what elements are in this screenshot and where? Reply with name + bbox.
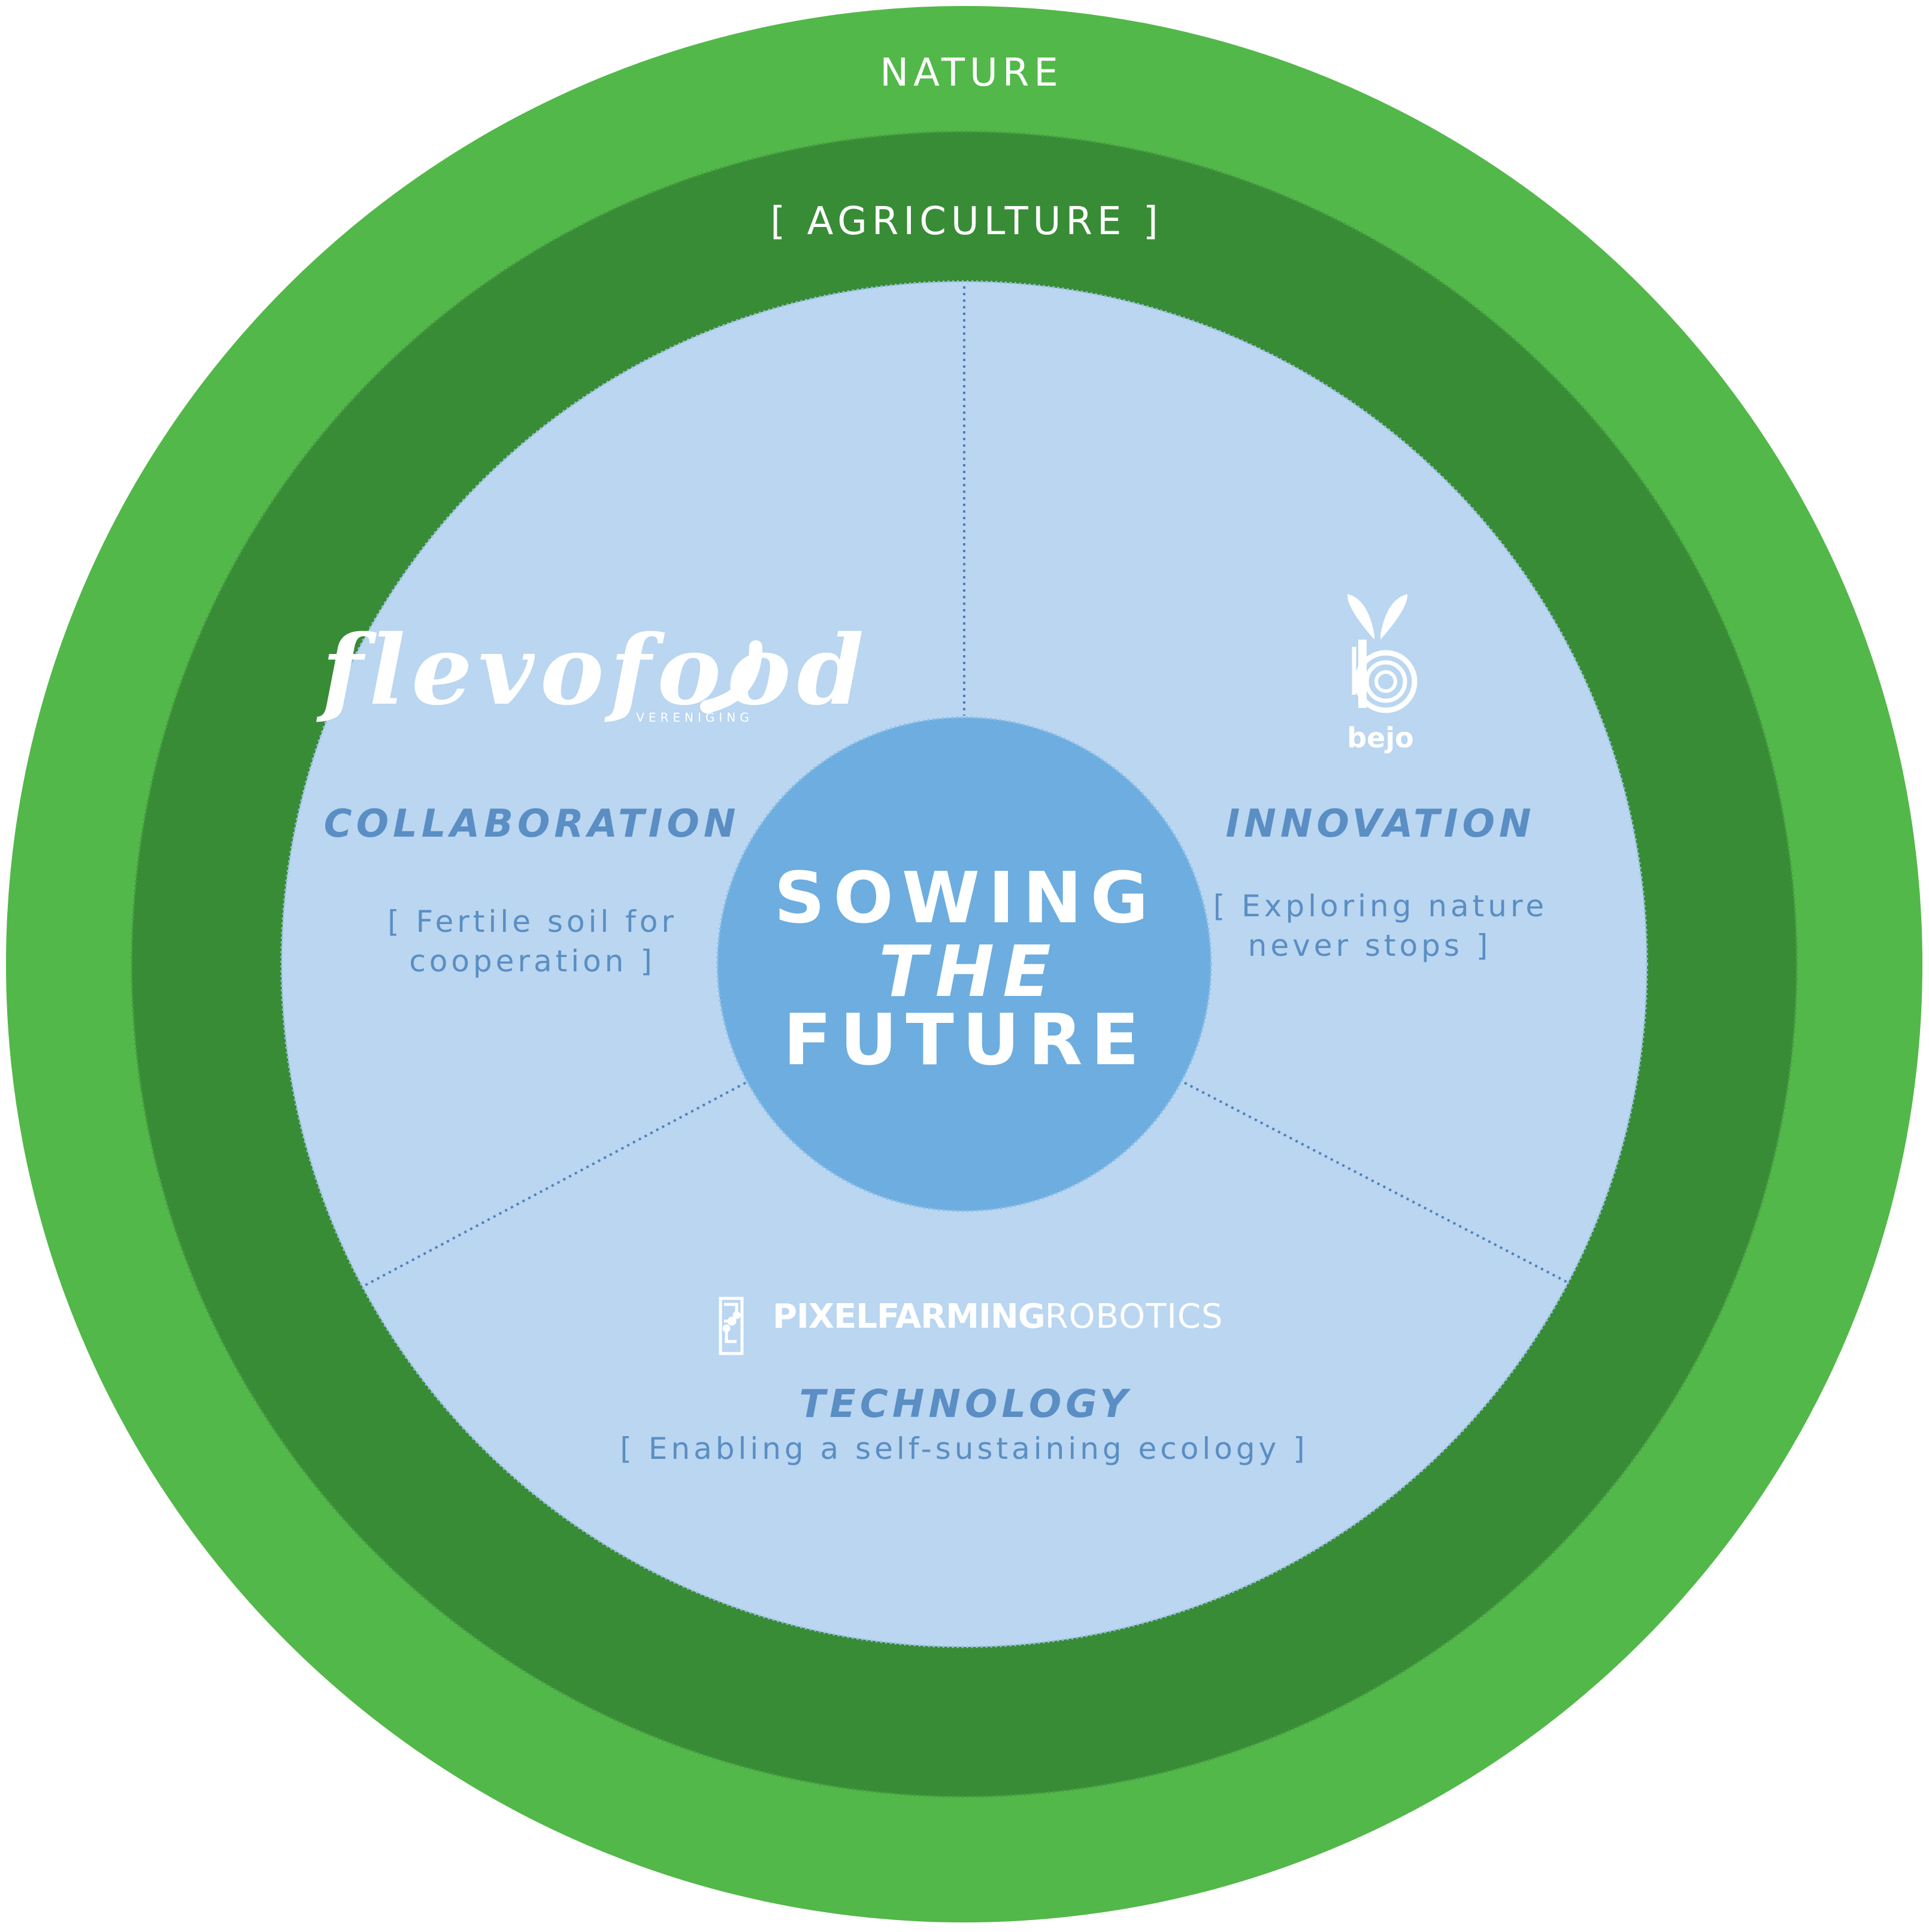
collaboration-subtitle-line2: cooperation ] <box>409 944 656 979</box>
bejo-ring-outer-icon <box>1354 650 1418 713</box>
pixelfarming-circuit-icon <box>719 1297 744 1355</box>
innovation-title: INNOVATION <box>1225 802 1535 846</box>
segment-innovation: bejo INNOVATION [ Exploring nature never… <box>1213 594 1548 963</box>
bejo-leaf-right-icon <box>1380 594 1408 640</box>
collaboration-subtitle-line1: [ Fertile soil for <box>387 904 677 939</box>
innovation-subtitle-line1: [ Exploring nature <box>1213 889 1548 923</box>
pixelfarming-logo-text: PIXELFARMINGROBOTICS <box>773 1297 1224 1336</box>
bejo-ring-inner-icon <box>1374 670 1397 693</box>
technology-title: TECHNOLOGY <box>799 1382 1131 1427</box>
center-title-line2: THE <box>879 930 1059 1013</box>
bejo-ring-middle-icon <box>1364 660 1407 703</box>
center-title-line3: FUTURE <box>783 998 1147 1081</box>
pixelfarming-light-part: ROBOTICS <box>1045 1297 1224 1336</box>
bejo-sprout-logo-icon: bejo <box>1347 594 1418 754</box>
center-title-line1: SOWING <box>774 856 1157 939</box>
agriculture-label: [ AGRICULTURE ] <box>770 199 1162 244</box>
flevofood-logo-icon: flevofood VERENIGING <box>316 614 870 726</box>
nature-label: NATURE <box>880 51 1063 95</box>
flevofood-swoosh-icon <box>700 640 762 713</box>
pixelfarming-bold-part: PIXELFARMING <box>773 1297 1045 1336</box>
innovation-subtitle-line2: never stops ] <box>1248 928 1492 963</box>
flevofood-tagline: VERENIGING <box>636 710 753 725</box>
bejo-leaf-left-icon <box>1347 594 1374 640</box>
center-core <box>716 716 1212 1212</box>
segment-collaboration: flevofood VERENIGING COLLABORATION [ Fer… <box>316 614 870 979</box>
segment-technology: PIXELFARMINGROBOTICS TECHNOLOGY [ Enabli… <box>620 1297 1308 1466</box>
flevofood-wordmark: flevofood <box>316 614 870 726</box>
collaboration-title: COLLABORATION <box>324 802 740 846</box>
bejo-wordmark: bejo <box>1347 722 1414 754</box>
technology-subtitle: [ Enabling a self-sustaining ecology ] <box>620 1431 1308 1466</box>
